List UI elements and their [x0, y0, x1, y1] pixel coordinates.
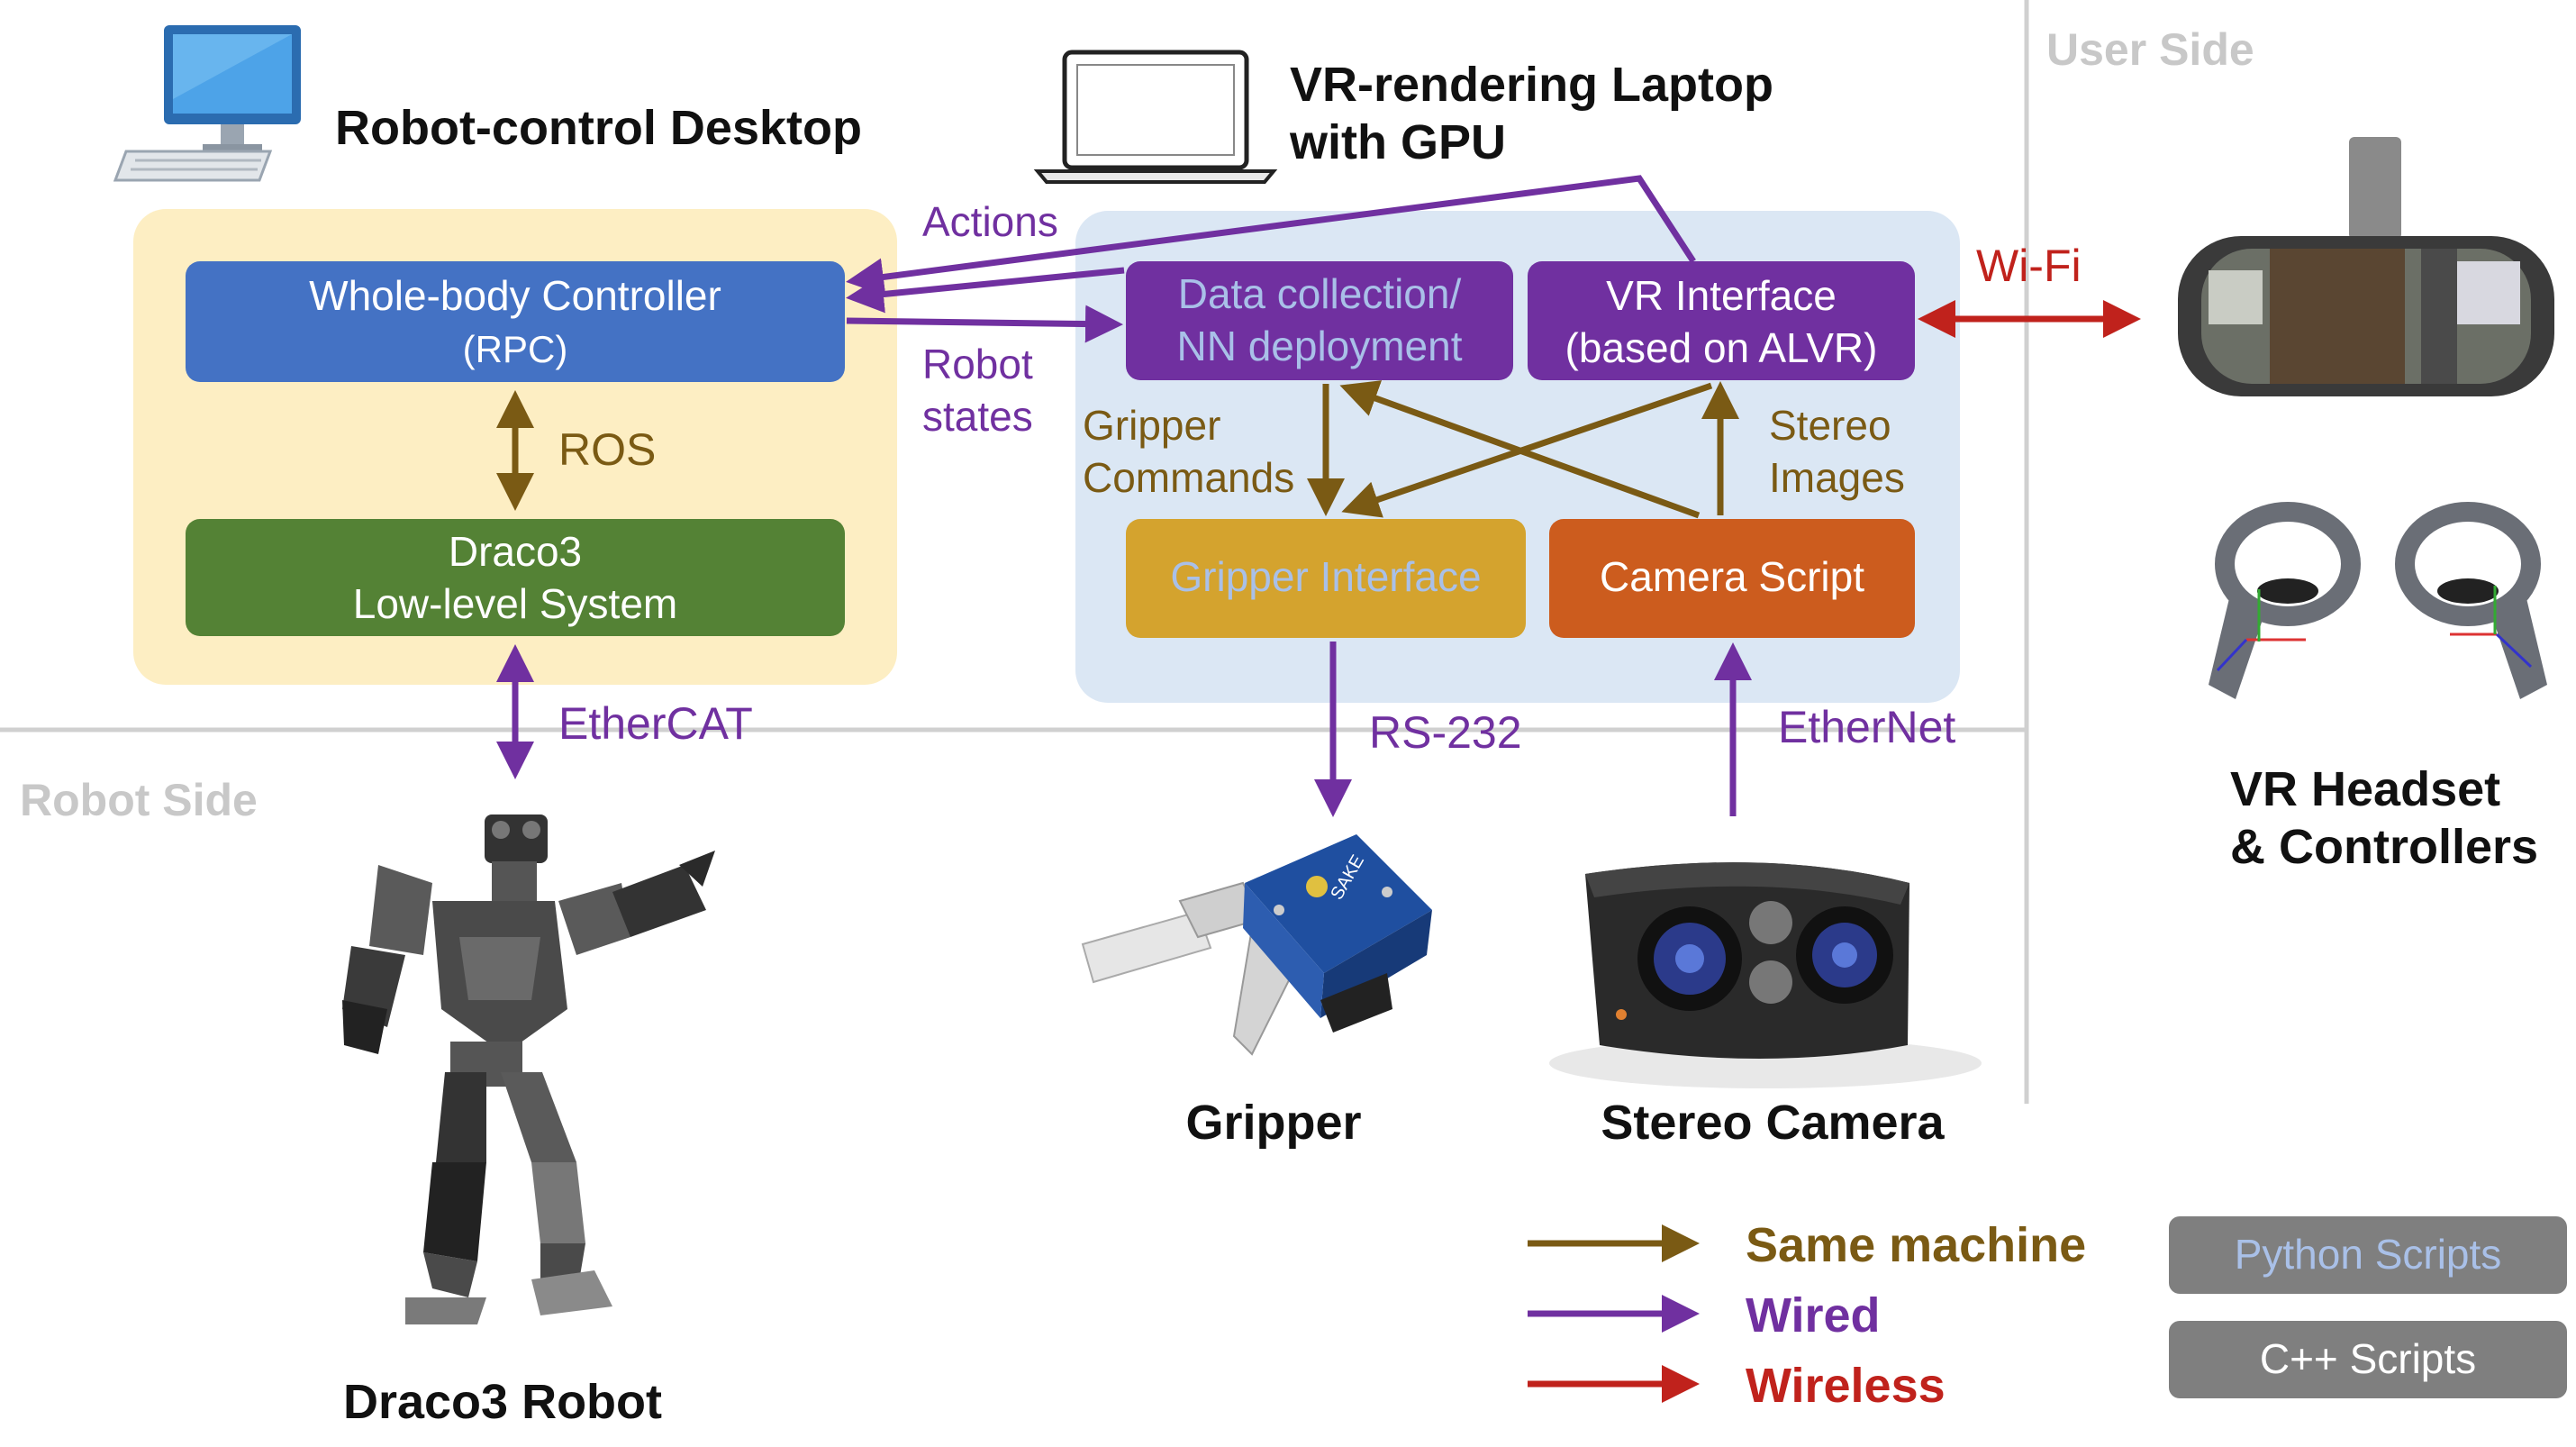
- rs232-label: RS-232: [1369, 707, 1522, 758]
- vr-interface-label: VR Interface: [1606, 272, 1837, 319]
- vr-controller-right-icon: [2395, 502, 2547, 699]
- gripper-cmd-label-2: Commands: [1083, 454, 1294, 501]
- robot-states-arrow: [846, 305, 1123, 343]
- legend-python-label: Python Scripts: [2235, 1231, 2502, 1278]
- actions-label: Actions: [922, 198, 1058, 245]
- ros-label: ROS: [558, 424, 656, 475]
- legend-cpp-label: C++ Scripts: [2260, 1335, 2476, 1382]
- desktop-title: Robot-control Desktop: [335, 101, 862, 155]
- vr-headset-icon: [2178, 137, 2554, 396]
- camera-title: Stereo Camera: [1601, 1096, 1945, 1150]
- headset-title-line2: & Controllers: [2230, 820, 2538, 874]
- wbc-label: Whole-body Controller: [309, 272, 721, 319]
- ethercat-label: EtherCAT: [558, 698, 753, 749]
- desktop-icon: [113, 25, 301, 182]
- gripper-cmd-arrow-vr: [1341, 382, 1713, 518]
- gripper-cmd-label-1: Gripper: [1083, 402, 1220, 449]
- wbc-sublabel: (RPC): [463, 328, 568, 370]
- laptop-title-line1: VR-rendering Laptop: [1290, 58, 1773, 112]
- ethernet-label: EtherNet: [1778, 702, 1955, 752]
- gripper-icon: SAKE: [1081, 834, 1432, 1056]
- data-collection-label: Data collection/: [1178, 270, 1462, 317]
- whole-body-controller-box: Whole-body Controller (RPC): [186, 261, 845, 382]
- data-collection-sublabel: NN deployment: [1176, 323, 1462, 369]
- gripper-interface-box: Gripper Interface: [1126, 519, 1526, 638]
- laptop-title-line2: with GPU: [1289, 115, 1506, 169]
- legend-python-box: [2169, 1216, 2567, 1294]
- legend: Same machine Wired Wireless Python Scrip…: [1528, 1216, 2567, 1413]
- data-collection-box: Data collection/ NN deployment: [1126, 261, 1513, 380]
- actions-arrow-vr: [846, 175, 1696, 296]
- robot-states-label-1: Robot: [922, 341, 1033, 387]
- wifi-label: Wi-Fi: [1976, 241, 2082, 291]
- stereo-label-2: Images: [1769, 454, 1905, 501]
- vr-interface-sublabel: (based on ALVR): [1565, 324, 1878, 371]
- vr-controller-left-icon: [2209, 502, 2361, 699]
- camera-script-label: Camera Script: [1600, 553, 1864, 600]
- gripper-interface-label: Gripper Interface: [1170, 553, 1481, 600]
- draco-low-level-box: Draco3 Low-level System: [186, 519, 845, 636]
- stereo-arrow-data: [1339, 380, 1701, 519]
- laptop-icon: [1033, 50, 1278, 184]
- actions-arrow-data: [846, 267, 1125, 314]
- user-side-label: User Side: [2046, 24, 2254, 75]
- headset-title-line1: VR Headset: [2230, 762, 2500, 816]
- robot-title: Draco3 Robot: [343, 1375, 662, 1429]
- legend-wireless-label: Wireless: [1746, 1359, 1946, 1413]
- robot-side-label: Robot Side: [20, 775, 258, 825]
- stereo-camera-icon: [1549, 862, 1982, 1088]
- legend-same-machine-label: Same machine: [1746, 1218, 2086, 1272]
- gripper-title: Gripper: [1185, 1096, 1361, 1150]
- legend-wired-label: Wired: [1746, 1288, 1881, 1342]
- vr-interface-box: VR Interface (based on ALVR): [1528, 261, 1915, 380]
- legend-cpp-box: [2169, 1321, 2567, 1398]
- draco3-robot-icon: [342, 815, 715, 1324]
- draco-sublabel: Low-level System: [353, 580, 677, 627]
- robot-states-label-2: states: [922, 393, 1033, 440]
- camera-script-box: Camera Script: [1549, 519, 1915, 638]
- draco-label: Draco3: [449, 528, 582, 575]
- stereo-label-1: Stereo: [1769, 402, 1891, 449]
